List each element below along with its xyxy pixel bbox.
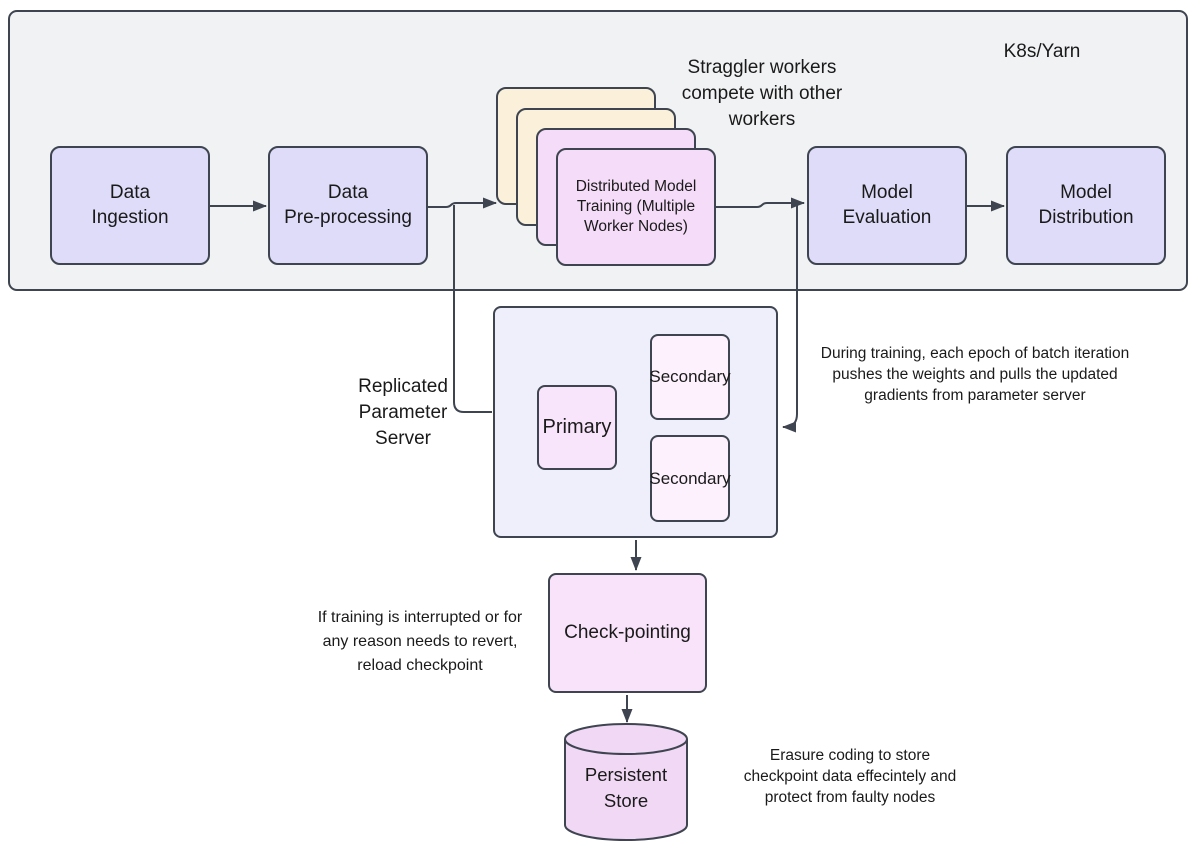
node-data-ingestion: Data Ingestion: [50, 146, 210, 265]
node-secondary-bottom: Secondary: [649, 435, 731, 522]
persistent-store-label: Persistent Store: [584, 764, 668, 811]
node-distributed-model-training: Distributed Model Training (Multiple Wor…: [556, 148, 716, 266]
node-checkpointing: Check-pointing: [548, 573, 707, 693]
cluster-label: K8s/Yarn: [1003, 41, 1081, 62]
erasure-annotation: Erasure coding to store checkpoint data …: [743, 747, 957, 806]
persistent-store-cylinder-top: [564, 723, 688, 755]
node-model-evaluation: Model Evaluation: [807, 146, 967, 265]
node-primary: Primary: [537, 385, 617, 470]
param-server-label: Replicated Parameter Server: [358, 376, 448, 449]
node-model-distribution: Model Distribution: [1006, 146, 1166, 265]
node-data-preprocessing: Data Pre-processing: [268, 146, 428, 265]
during-training-annotation: During training, each epoch of batch ite…: [820, 345, 1130, 404]
node-secondary-top: Secondary: [649, 334, 731, 420]
param-server-container: [493, 306, 778, 538]
straggler-annotation: Straggler workers compete with other wor…: [681, 57, 843, 130]
if-interrupted-annotation: If training is interrupted or for any re…: [317, 609, 523, 674]
